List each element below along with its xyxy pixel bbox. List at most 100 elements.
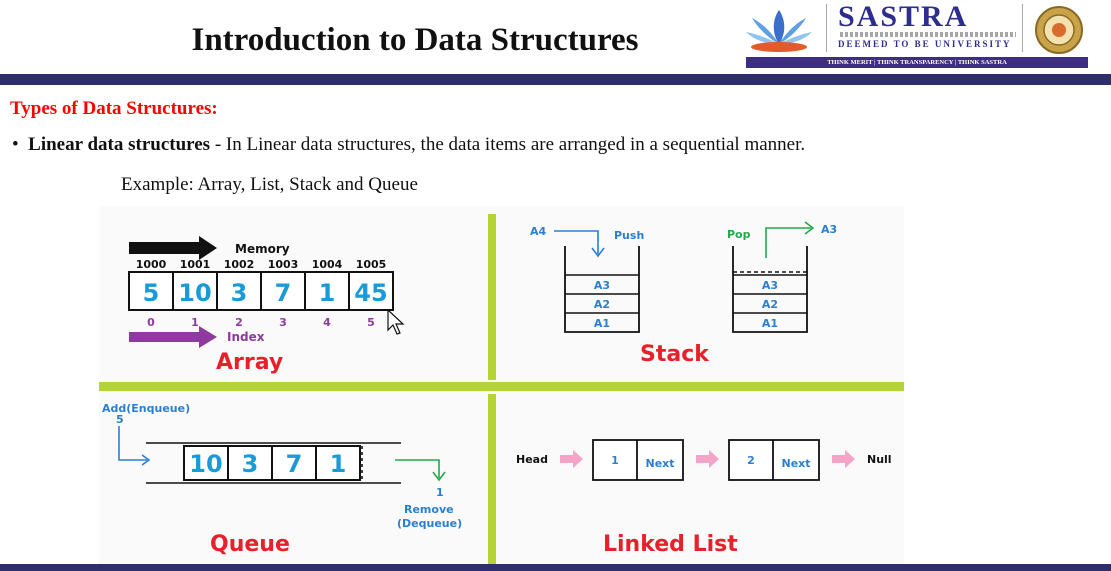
array-cell: [304, 271, 350, 311]
footer-rule: [0, 564, 1111, 571]
array-value: 5: [143, 279, 160, 307]
logo-wordmark: SASTRA: [838, 0, 969, 33]
logo-divider: [826, 4, 827, 52]
array-index: 0: [147, 316, 155, 329]
enqueue-arrowhead: [141, 454, 151, 466]
remove-label: Remove: [404, 503, 454, 516]
horizontal-divider: [99, 382, 904, 391]
node-value: 2: [747, 454, 755, 467]
memory-label: Memory: [235, 242, 290, 256]
linked-list-title: Linked List: [603, 532, 738, 557]
dequeue-arrowhead: [432, 471, 446, 482]
bullet-term: Linear data structures: [28, 134, 211, 155]
logo-divider: [1022, 4, 1023, 52]
memory-arrow-icon: [129, 236, 217, 260]
dequeue-arrow-icon: [395, 459, 440, 478]
queue-cell: [271, 445, 317, 481]
node-next-pointer: Next: [781, 457, 810, 470]
enqueue-label: Add(Enqueue): [102, 402, 190, 415]
head-arrow-icon: [560, 450, 583, 468]
array-cell: [260, 271, 306, 311]
stack-container: [564, 246, 640, 333]
array-address: 1001: [180, 258, 211, 271]
stack-item: A2: [762, 298, 778, 311]
section-heading: Types of Data Structures:: [10, 98, 218, 119]
pop-label: Pop: [727, 228, 751, 241]
queue-value: 1: [330, 450, 347, 478]
logo-tagline: THINK MERIT | THINK TRANSPARENCY | THINK…: [746, 57, 1088, 68]
array-value: 3: [231, 279, 248, 307]
vertical-divider-top: [488, 214, 496, 380]
array-address: 1004: [312, 258, 343, 271]
array-index: 5: [367, 316, 375, 329]
queue-value: 10: [189, 450, 222, 478]
dequeue-label: (Dequeue): [397, 517, 462, 530]
array-address: 1003: [268, 258, 299, 271]
enqueue-value: 5: [116, 413, 124, 426]
logo-deemed-text: DEEMED TO BE UNIVERSITY: [838, 39, 1012, 49]
queue-value: 7: [286, 450, 303, 478]
stack-item: A2: [594, 298, 610, 311]
enqueue-arrow-icon: [118, 426, 147, 461]
array-value: 10: [178, 279, 211, 307]
push-label: Push: [614, 229, 644, 242]
stack-title: Stack: [640, 342, 710, 367]
array-address: 1005: [356, 258, 387, 271]
list-node: [728, 439, 820, 481]
push-item-label: A4: [530, 225, 547, 238]
node-value: 1: [611, 454, 619, 467]
push-arrowhead: [591, 247, 605, 258]
bullet-item: • Linear data structures - In Linear dat…: [12, 134, 805, 156]
bullet-dot: •: [12, 134, 29, 155]
null-arrow-icon: [832, 450, 855, 468]
array-address: 1000: [136, 258, 167, 271]
slide-header: Introduction to Data Structures SASTRA D…: [0, 0, 1111, 86]
array-value: 45: [354, 279, 387, 307]
array-value: 7: [275, 279, 292, 307]
bullet-description: - In Linear data structures, the data it…: [210, 134, 806, 155]
stack-item: A1: [762, 317, 778, 330]
index-arrow-icon: [129, 326, 217, 348]
queue-cell: [227, 445, 273, 481]
head-label: Head: [516, 453, 548, 466]
linked-list-panel: Head 1 Next 2 Next Null Linked List: [516, 439, 892, 557]
queue-title: Queue: [210, 532, 290, 557]
pop-arrowhead: [804, 221, 815, 235]
vertical-divider-bottom: [488, 394, 496, 564]
mouse-cursor-icon: [387, 308, 405, 335]
array-index: 3: [279, 316, 287, 329]
slide-title: Introduction to Data Structures: [191, 22, 639, 58]
queue-value: 3: [242, 450, 259, 478]
list-node: [592, 439, 684, 481]
array-title: Array: [216, 350, 283, 375]
array-cell: [172, 271, 218, 311]
null-label: Null: [867, 453, 892, 466]
stack-item: A3: [594, 279, 610, 292]
array-index: 2: [235, 316, 243, 329]
lotus-emblem-icon: [746, 10, 812, 52]
logo-fine-print: [840, 32, 1016, 37]
array-index: 4: [323, 316, 331, 329]
array-index: 1: [191, 316, 199, 329]
array-address: 1002: [224, 258, 255, 271]
header-rule: [0, 74, 1111, 85]
array-value: 1: [319, 279, 336, 307]
queue-cell: [315, 445, 361, 481]
node-next-pointer: Next: [645, 457, 674, 470]
stack-item: A3: [762, 279, 778, 292]
array-cell: [348, 271, 394, 311]
pop-item-label: A3: [821, 223, 837, 236]
stack-item: A1: [594, 317, 610, 330]
stack-container: [732, 246, 808, 333]
link-arrow-icon: [696, 450, 719, 468]
pop-arrow-icon: [765, 227, 811, 258]
university-seal-icon: [1035, 6, 1083, 54]
push-arrow-icon: [554, 230, 599, 254]
dequeue-value: 1: [436, 486, 444, 499]
example-line: Example: Array, List, Stack and Queue: [121, 174, 418, 195]
